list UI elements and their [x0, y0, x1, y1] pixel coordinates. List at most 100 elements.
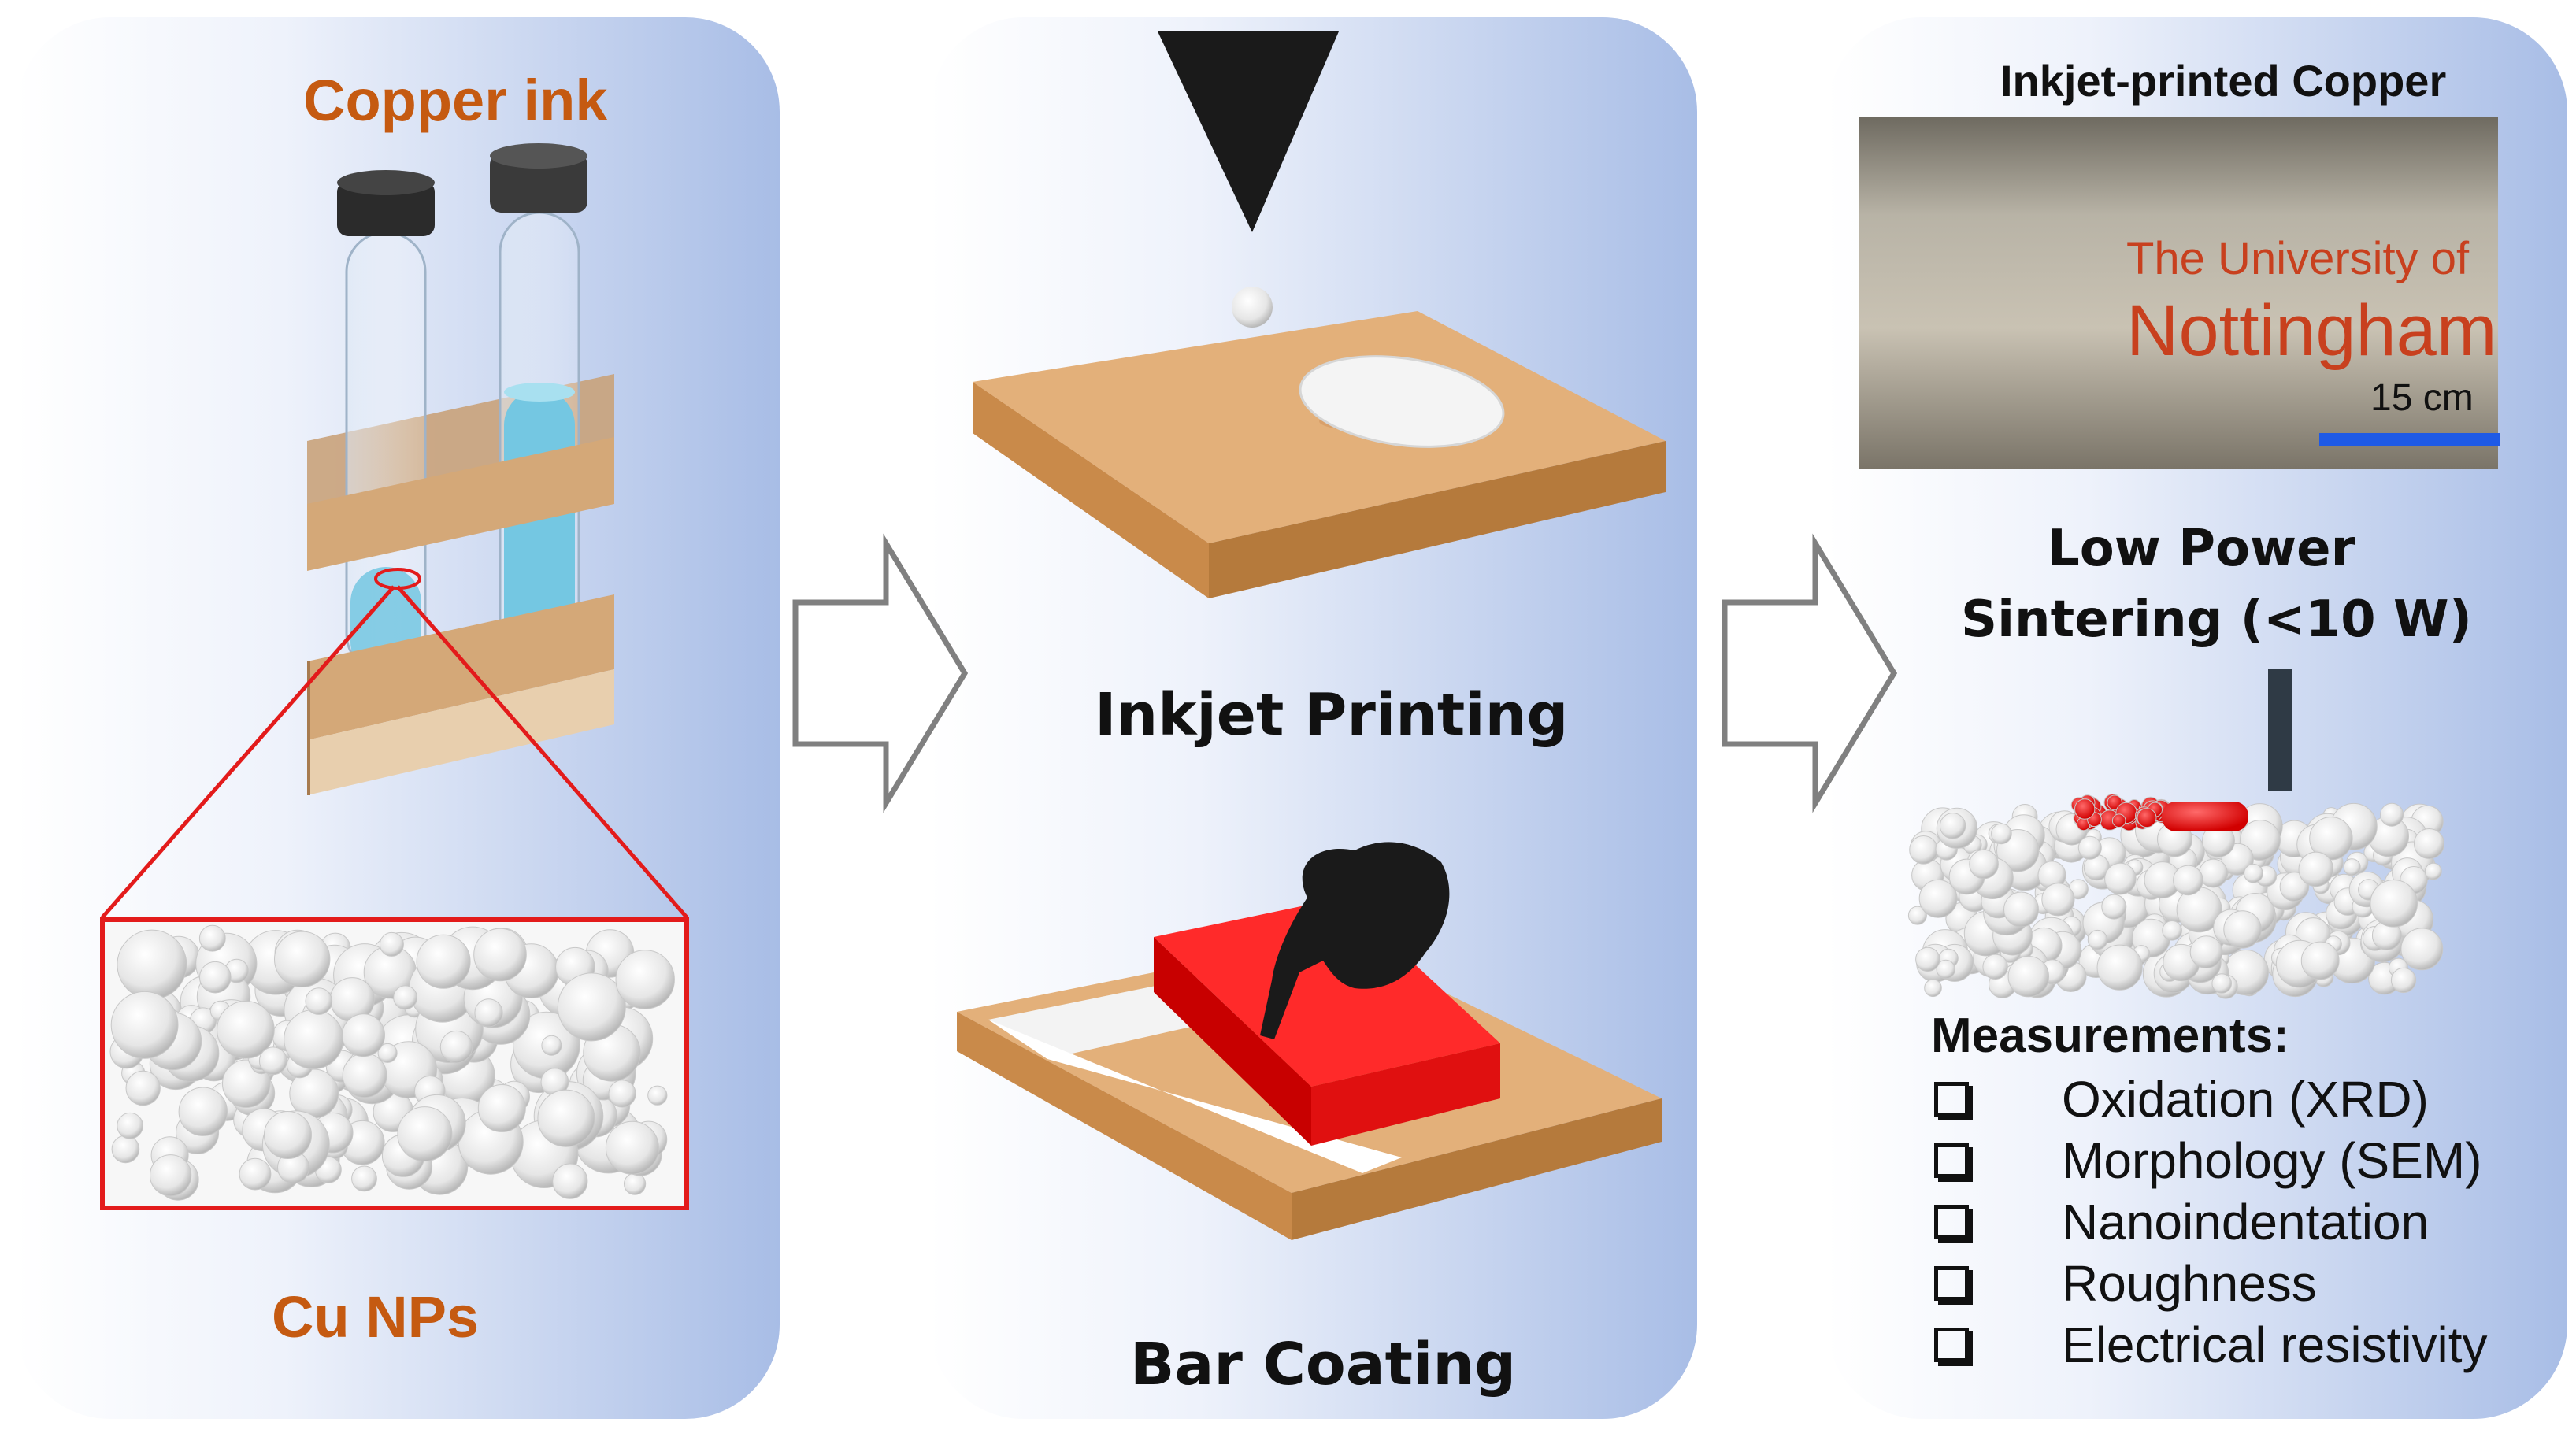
sintering-label-line2: Sintering (<10 W) [1961, 591, 2472, 649]
nanoparticle [111, 1135, 140, 1164]
nanoparticle [178, 1087, 228, 1136]
checkbox-icon [1934, 1328, 1969, 1362]
nanoparticle [474, 998, 503, 1028]
nanoparticle [397, 1106, 453, 1162]
laser-probe [2268, 669, 2292, 791]
list-item: Nanoindentation [1931, 1191, 2488, 1253]
nanoparticle [264, 1111, 312, 1159]
inkjet-printing-label: Inkjet Printing [1095, 681, 1569, 749]
nanoparticle [477, 1084, 526, 1132]
nanoparticle [2244, 863, 2263, 883]
nanoparticle [2087, 929, 2108, 950]
checkbox-icon [1934, 1143, 1969, 1178]
nanoparticle [2414, 828, 2444, 859]
hand-icon [1260, 842, 1450, 1039]
photo-printed-copper [1859, 117, 2498, 469]
nanoparticle [1907, 906, 1927, 925]
printer-nozzle-icon [1158, 31, 1339, 232]
checkbox-icon [1934, 1082, 1969, 1117]
nanoparticle [416, 934, 471, 989]
nanoparticle [198, 924, 226, 952]
nanoparticle [117, 929, 187, 1000]
nanoparticle [2007, 956, 2050, 998]
nanoparticle [377, 1043, 398, 1063]
nanoparticle [2189, 935, 2223, 968]
nanoparticle [615, 950, 675, 1009]
nanoparticle [1982, 954, 2008, 980]
copper-ink-title: Copper ink [303, 68, 608, 133]
nanoparticle [2300, 941, 2340, 980]
sintering-label-line1: Low Power [2048, 520, 2356, 578]
sintered-region [2162, 802, 2248, 831]
test-tube-icon [337, 170, 435, 677]
measurements-list: Measurements: Oxidation (XRD) Morphology… [1931, 1008, 2488, 1376]
measurements-title: Measurements: [1931, 1009, 2289, 1063]
nanoparticle [2101, 894, 2127, 920]
nanoparticle [2390, 967, 2417, 994]
nanoparticle [2223, 910, 2262, 949]
nanoparticle [2077, 835, 2102, 860]
nanoparticle [2137, 808, 2157, 828]
nanoparticle [1918, 879, 1958, 918]
nanoparticle [1969, 849, 1999, 880]
nanoparticle [258, 1046, 287, 1076]
sintering-substrate [1907, 794, 2444, 999]
arrow-right-icon [792, 533, 969, 813]
nanoparticle-cluster [109, 924, 675, 1201]
list-item: Morphology (SEM) [1931, 1130, 2488, 1191]
bar-coating-label: Bar Coating [1130, 1331, 1517, 1398]
bar-coating-setup [957, 842, 1662, 1240]
nanoparticle [351, 1165, 377, 1192]
nanoparticle [150, 1154, 192, 1197]
nanoparticle [342, 1053, 387, 1098]
nanoparticle [1915, 946, 1940, 972]
nanoparticle [2370, 880, 2418, 928]
test-tube-rack [307, 143, 614, 795]
nanoparticle [2199, 858, 2228, 888]
nanoparticle [1909, 835, 1938, 865]
inkjet-setup [973, 31, 1666, 598]
list-item: Roughness [1931, 1253, 2488, 1314]
nanoparticle [2298, 851, 2334, 887]
nanoparticle [2309, 817, 2353, 861]
nanoparticle [2400, 928, 2444, 971]
nanoparticle [217, 1001, 275, 1059]
nanoparticle [274, 931, 331, 988]
nanoparticle [439, 1030, 473, 1064]
nanoparticle [2003, 891, 2039, 928]
nanoparticle [110, 991, 179, 1059]
nanoparticle [1939, 813, 1966, 839]
nanoparticle [198, 961, 232, 994]
nanoparticle [557, 972, 626, 1042]
logo-text-line1: The University of [2126, 233, 2470, 284]
nanoparticle [552, 1163, 588, 1199]
nanoparticle [2041, 883, 2075, 917]
nanoparticle [1924, 979, 1942, 998]
nanoparticle [2424, 862, 2442, 880]
nanoparticle [647, 1085, 668, 1106]
nanoparticle [605, 1120, 659, 1175]
nanoparticle [2162, 920, 2182, 941]
nanoparticle [608, 1080, 636, 1108]
nanoparticle [342, 1013, 385, 1057]
nanoparticle [2211, 973, 2232, 994]
arrow-right-icon [1722, 533, 1898, 813]
nanoparticle [541, 1035, 562, 1056]
scale-label: 15 cm [2370, 377, 2474, 419]
nanoparticle [2111, 813, 2126, 828]
nanoparticle [1991, 823, 2012, 845]
nanoparticle [305, 987, 333, 1015]
nanoparticle [379, 931, 404, 957]
logo-text-line2: Nottingham [2126, 291, 2497, 371]
list-item: Electrical resistivity [1931, 1314, 2488, 1376]
nanoparticle [117, 1112, 143, 1139]
photo-title: Inkjet-printed Copper [2000, 56, 2447, 106]
checkbox-icon [1934, 1266, 1969, 1301]
nanoparticle [2380, 802, 2404, 827]
nanoparticle [284, 1009, 344, 1069]
nanoparticle [2173, 865, 2203, 896]
checkbox-icon [1934, 1205, 1969, 1239]
nanoparticle [2279, 872, 2310, 902]
nanoparticle [2104, 862, 2137, 895]
